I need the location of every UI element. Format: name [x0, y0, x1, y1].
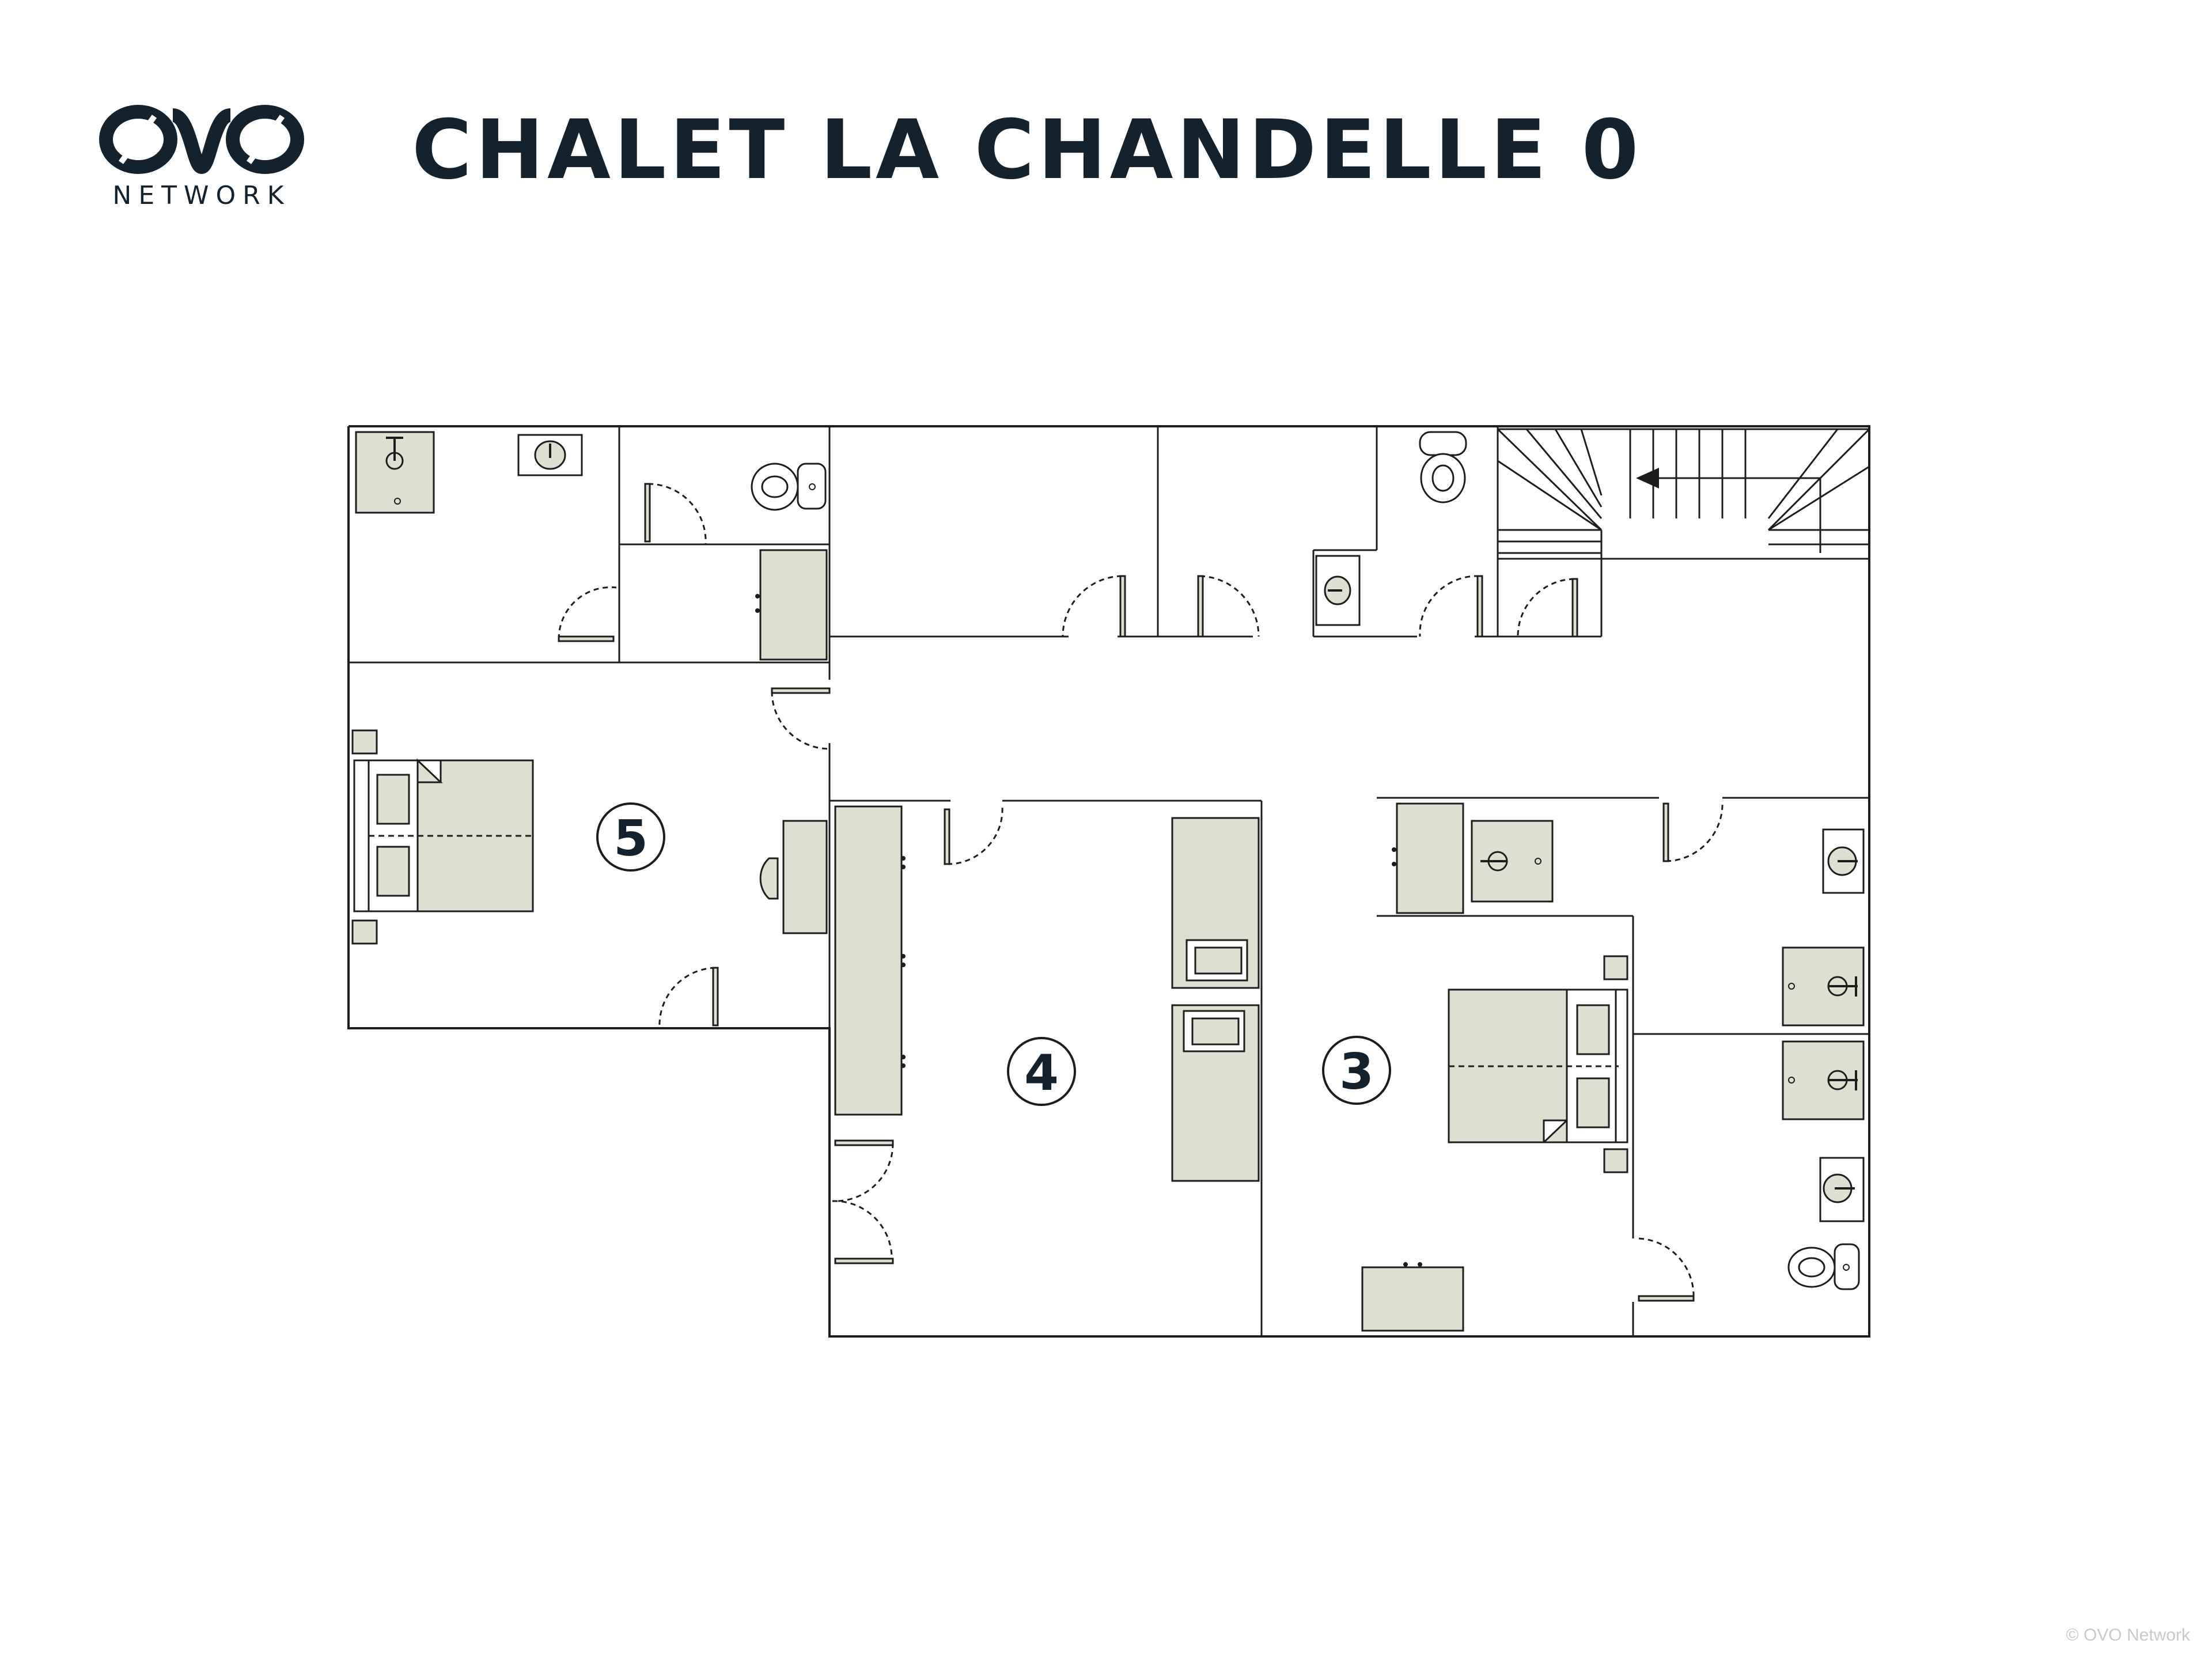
logo-network-text: NETWORK	[112, 181, 291, 210]
ovo-logo-mark-icon	[99, 105, 304, 175]
ovo-network-logo: NETWORK	[98, 104, 305, 219]
chair	[759, 857, 779, 900]
exterior-walls	[347, 425, 1870, 1338]
sink-icon-2	[1315, 555, 1361, 626]
room-5-number: 5	[613, 810, 648, 868]
room-3-marker	[1322, 1036, 1391, 1105]
bedroom-4: 4	[832, 805, 1260, 1264]
toilet-icon	[751, 463, 799, 511]
room-3-number: 3	[1339, 1043, 1374, 1101]
hall-doors	[771, 575, 1578, 750]
desk	[782, 820, 828, 934]
bedroom-5: 5	[351, 729, 828, 1029]
top-left-bathroom	[355, 431, 620, 662]
wardrobe	[759, 549, 828, 661]
staircase	[1497, 428, 1870, 560]
stair-arrow-icon	[1636, 468, 1659, 488]
toilet-icon-2	[1420, 453, 1466, 503]
nightstand	[351, 729, 378, 755]
room-4-marker	[1007, 1037, 1076, 1106]
top-middle-wc	[1315, 431, 1467, 626]
bedroom-3: 3	[1322, 955, 1695, 1332]
wardrobe-4	[834, 805, 903, 1116]
nightstand-3b	[1603, 1148, 1628, 1173]
room-4-number: 4	[1024, 1044, 1059, 1102]
toilet-icon-3	[1787, 1247, 1836, 1288]
page-title: CHALET LA CHANDELLE 0	[412, 103, 1642, 198]
room-5-marker	[596, 802, 665, 872]
interior-walls	[349, 426, 1869, 1336]
wardrobe-bath	[1396, 802, 1464, 914]
dresser	[1361, 1266, 1464, 1332]
nightstand	[351, 919, 378, 945]
bathroom-3a	[1392, 800, 1865, 914]
top-left-wc	[644, 463, 828, 661]
copyright-notice: © OVO Network	[2066, 1626, 2190, 1645]
nightstand-3a	[1603, 955, 1628, 980]
bathroom-3b	[1782, 946, 1865, 1290]
